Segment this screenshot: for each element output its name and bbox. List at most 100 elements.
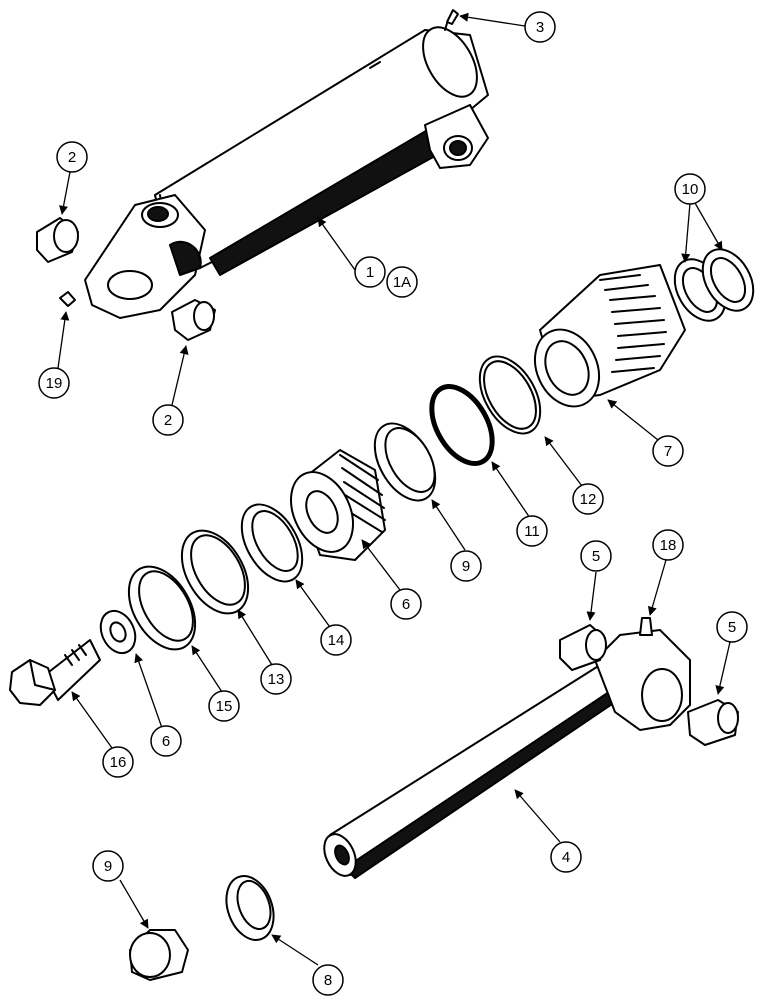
callout-c-14: 14 xyxy=(320,624,352,656)
leader-18 xyxy=(647,559,667,616)
callout-circle xyxy=(450,550,482,582)
callout-c-16: 16 xyxy=(102,746,134,778)
ring-12 xyxy=(478,355,542,435)
leader-7 xyxy=(607,399,659,441)
leader-6-piston xyxy=(361,539,401,591)
piston-6 xyxy=(290,449,386,561)
callout-c-13: 13 xyxy=(260,663,292,695)
callout-c-8: 8 xyxy=(312,964,344,996)
callout-label: 8 xyxy=(324,972,332,989)
callout-circle xyxy=(386,266,418,298)
callout-label: 2 xyxy=(68,149,76,166)
callout-circle xyxy=(716,611,748,643)
leader-3 xyxy=(459,12,526,27)
callout-label: 5 xyxy=(592,548,600,565)
leader-9-upper xyxy=(431,499,466,551)
callout-c-2a: 2 xyxy=(56,141,88,173)
leader-13 xyxy=(237,609,273,666)
leader-6-washer xyxy=(134,653,163,729)
bushing-2-top xyxy=(36,217,79,263)
callout-c-1: 1 xyxy=(354,256,386,288)
callout-label: 5 xyxy=(728,619,736,636)
callout-circle xyxy=(92,850,124,882)
callout-label: 6 xyxy=(162,733,170,750)
callout-circle xyxy=(652,529,684,561)
callout-c-4: 4 xyxy=(550,841,582,873)
leader-14 xyxy=(295,579,333,631)
ring-13 xyxy=(180,529,250,615)
callout-circle xyxy=(390,588,422,620)
ring-9-upper xyxy=(373,422,437,502)
callout-circle xyxy=(516,515,548,547)
callout-c-9b: 9 xyxy=(92,850,124,882)
callout-circle xyxy=(524,11,556,43)
callout-c-5a: 5 xyxy=(580,540,612,572)
callout-c-5b: 5 xyxy=(716,611,748,643)
callout-label: 12 xyxy=(580,491,597,508)
leader-10a xyxy=(681,202,691,263)
callout-label: 13 xyxy=(268,671,285,688)
callout-circle xyxy=(674,173,706,205)
callout-c-3a: 3 xyxy=(524,11,556,43)
callout-circle xyxy=(354,256,386,288)
leader-8 xyxy=(271,934,319,966)
bearing-9-lower xyxy=(129,929,189,981)
callout-circle xyxy=(56,141,88,173)
leader-11 xyxy=(491,461,531,519)
callout-circle xyxy=(580,540,612,572)
callout-c-11: 11 xyxy=(516,515,548,547)
callout-c-9a: 9 xyxy=(450,550,482,582)
callout-label: 11 xyxy=(524,523,540,540)
callout-c-18: 18 xyxy=(652,529,684,561)
leader-9-lower xyxy=(119,879,149,929)
ring-14 xyxy=(240,503,304,583)
callout-label: 7 xyxy=(664,443,672,460)
callout-c-6a: 6 xyxy=(390,588,422,620)
callout-label: 9 xyxy=(462,558,470,575)
callout-label: 3 xyxy=(536,19,544,36)
callout-c-6b: 6 xyxy=(150,725,182,757)
callout-label: 15 xyxy=(216,698,233,715)
callout-label: 9 xyxy=(104,858,112,875)
callout-c-7: 7 xyxy=(652,435,684,467)
callout-label: 6 xyxy=(402,596,410,613)
callout-circle xyxy=(572,483,604,515)
callout-c-12: 12 xyxy=(572,483,604,515)
bushing-5-right xyxy=(687,699,739,746)
callout-circle xyxy=(38,367,70,399)
callout-label: 19 xyxy=(46,375,63,392)
callout-circle xyxy=(152,404,184,436)
leader-12 xyxy=(544,436,583,487)
callout-label: 10 xyxy=(682,181,699,198)
bushing-2-bottom xyxy=(171,299,216,341)
grease-fitting-3 xyxy=(446,9,459,25)
ring-15 xyxy=(127,565,197,651)
callout-label: 2 xyxy=(164,412,172,429)
o-ring-11 xyxy=(429,384,495,466)
grease-fitting-19 xyxy=(59,291,76,307)
leader-10b xyxy=(694,202,723,251)
leader-4 xyxy=(514,789,561,843)
ring-8 xyxy=(225,875,275,941)
leader-1 xyxy=(317,217,356,271)
callout-c-15: 15 xyxy=(208,690,240,722)
callout-circle xyxy=(208,690,240,722)
washer-6 xyxy=(99,609,137,655)
bolt-16 xyxy=(9,639,101,706)
grease-fitting-18 xyxy=(639,617,653,636)
leader-15 xyxy=(191,645,223,693)
callout-circle xyxy=(260,663,292,695)
callout-circle xyxy=(102,746,134,778)
leader-5-left xyxy=(586,571,597,621)
callout-c-2b: 2 xyxy=(152,404,184,436)
callout-label: 18 xyxy=(660,537,677,554)
leader-16 xyxy=(71,691,113,749)
callout-circle xyxy=(312,964,344,996)
callout-layer: 3 2 10 1 1A 19 2 7 12 11 9 6 14 13 15 6 16 5 18 5 4 9 8 xyxy=(38,11,748,996)
callout-label: 1A xyxy=(393,274,411,291)
callout-circle xyxy=(150,725,182,757)
cylinder-barrel-part xyxy=(84,19,489,319)
callout-c-10: 10 xyxy=(674,173,706,205)
leader-2-bottom xyxy=(171,345,189,406)
